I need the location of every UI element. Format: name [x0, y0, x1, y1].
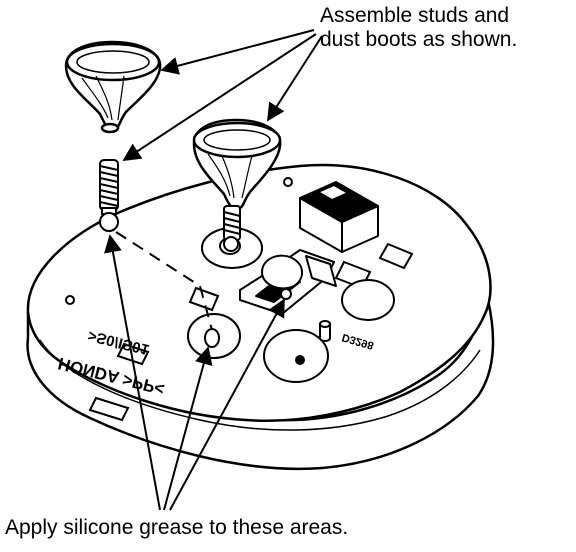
slot-left-edge [116, 342, 150, 366]
grease-boss-left-hole [204, 328, 220, 348]
housing-ledge [39, 339, 481, 431]
pivot-bracket-ball [280, 288, 292, 300]
leader-to-stud-ball [104, 234, 161, 511]
slot-left-top [188, 286, 220, 312]
rim-tab-left [65, 295, 75, 305]
stud-exploded [99, 159, 119, 232]
slot-right [378, 242, 414, 270]
bottom-callout-leaders [104, 234, 285, 511]
stud-exploded-ball [99, 212, 119, 232]
rim-tab-top [283, 177, 293, 187]
connector-box [299, 181, 379, 253]
dust-boot-upper-left [64, 40, 162, 134]
post-small [319, 323, 331, 342]
callout-apply-grease: Apply silicone grease to these areas. [5, 516, 348, 540]
stud-installed-shaft [223, 205, 241, 241]
leader-to-boot-installed [267, 35, 323, 122]
dust-boot-installed [192, 118, 282, 210]
pivot-boss-right [341, 279, 395, 321]
pivot-boss-bottom-hole [295, 355, 305, 365]
callout-assemble-studs-line2: dust boots as shown. [320, 28, 518, 51]
slot-bottom-left [88, 396, 130, 422]
connector-box-slot [317, 184, 349, 201]
leader-to-stud [122, 33, 317, 161]
dust-boot-installed-shading [207, 153, 253, 199]
leader-to-grease-boss [163, 346, 213, 511]
dust-boot-installed-inner [203, 129, 271, 151]
leader-to-boot-upper [160, 29, 315, 75]
pivot-boss-bottom [263, 329, 329, 383]
leader-to-pivot-bracket [169, 298, 285, 511]
callout-apply-grease-text: Apply silicone grease to these areas. [5, 516, 349, 539]
housing [26, 163, 495, 470]
dust-boot-upper-left-inner [76, 50, 150, 74]
callout-assemble-studs-line1: Assemble studs and [320, 4, 510, 27]
pivot-bracket-cup [261, 254, 303, 290]
alignment-dashed-line [115, 231, 213, 331]
stud-exploded-threads [99, 165, 119, 207]
stud-installed [223, 205, 241, 252]
dust-boot-upper-left-shading [81, 75, 125, 121]
dust-boot-upper-left-tip [100, 122, 120, 134]
pivot-bracket-arm [305, 255, 337, 287]
stud-installed-ball [223, 236, 239, 252]
post-small-top [319, 320, 331, 328]
pivot-bracket [239, 249, 337, 315]
callout-assemble-studs: Assemble studs and dust boots as shown. [320, 4, 517, 52]
stud-installed-threads [223, 211, 241, 235]
top-callout-leaders [122, 29, 323, 161]
